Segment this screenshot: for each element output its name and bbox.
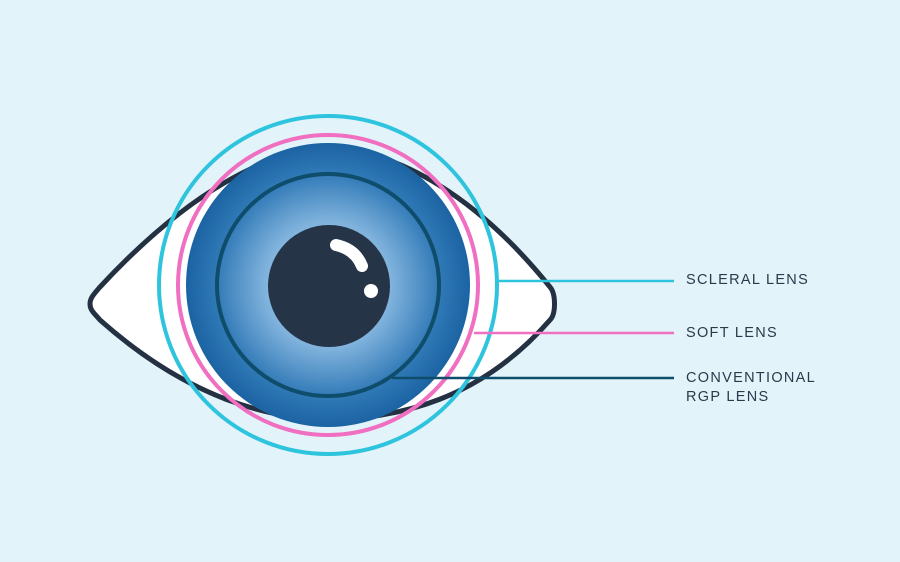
- soft-lens-ring: [176, 133, 480, 437]
- rgp-lens-ring: [215, 172, 441, 398]
- rgp-lens-label-line1: CONVENTIONAL: [686, 370, 817, 386]
- soft-lens-label-text: SOFT LENS: [686, 325, 779, 341]
- rgp-lens-label: CONVENTIONAL RGP LENS: [686, 369, 816, 407]
- pupil-highlight-arc: [330, 239, 368, 272]
- pupil-highlight-dot: [364, 284, 378, 298]
- scleral-lens-ring: [157, 114, 499, 456]
- rgp-lens-label-line2: RGP LENS: [686, 389, 770, 405]
- scleral-lens-label-text: SCLERAL LENS: [686, 272, 810, 288]
- soft-lens-label: SOFT LENS: [686, 324, 778, 343]
- scleral-lens-label: SCLERAL LENS: [686, 271, 809, 290]
